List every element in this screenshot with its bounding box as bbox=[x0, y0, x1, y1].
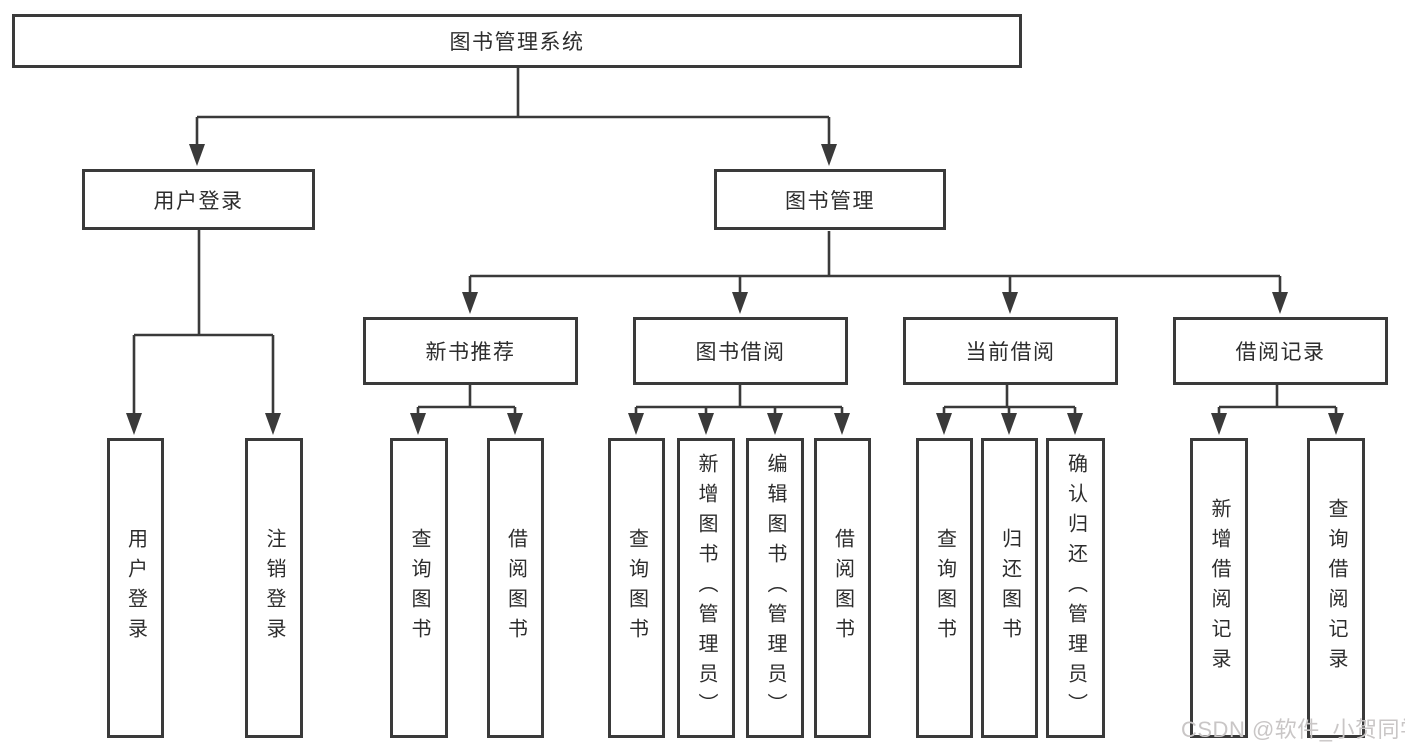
csdn-watermark: CSDN @软件_小贺同学 bbox=[1181, 717, 1405, 742]
node-book-borrow: 图书借阅 bbox=[633, 317, 848, 385]
node-user-login: 用户登录 bbox=[107, 438, 164, 738]
node-bb-borrow-books: 借阅图书 bbox=[814, 438, 871, 738]
node-bb-query-books: 查询图书 bbox=[608, 438, 665, 738]
node-cb-confirm-return-admin: 确认归还（管理员） bbox=[1046, 438, 1105, 738]
node-borrow-records: 借阅记录 bbox=[1173, 317, 1388, 385]
node-cb-return-books: 归还图书 bbox=[981, 438, 1038, 738]
node-nb-borrow-books: 借阅图书 bbox=[487, 438, 544, 738]
node-logout-login: 注销登录 bbox=[245, 438, 303, 738]
node-bb-add-books-admin: 新增图书（管理员） bbox=[677, 438, 735, 738]
node-user-login-group: 用户登录 bbox=[82, 169, 315, 230]
node-rec-query-borrow-record: 查询借阅记录 bbox=[1307, 438, 1365, 738]
node-rec-add-borrow-record: 新增借阅记录 bbox=[1190, 438, 1248, 738]
connector-shafts bbox=[132, 68, 1338, 416]
node-current-borrow: 当前借阅 bbox=[903, 317, 1118, 385]
node-nb-query-books: 查询图书 bbox=[390, 438, 448, 738]
node-new-book-recommend: 新书推荐 bbox=[363, 317, 578, 385]
node-library-management-system: 图书管理系统 bbox=[12, 14, 1022, 68]
node-cb-query-books: 查询图书 bbox=[916, 438, 973, 738]
node-book-management: 图书管理 bbox=[714, 169, 946, 230]
node-bb-edit-books-admin: 编辑图书（管理员） bbox=[746, 438, 804, 738]
